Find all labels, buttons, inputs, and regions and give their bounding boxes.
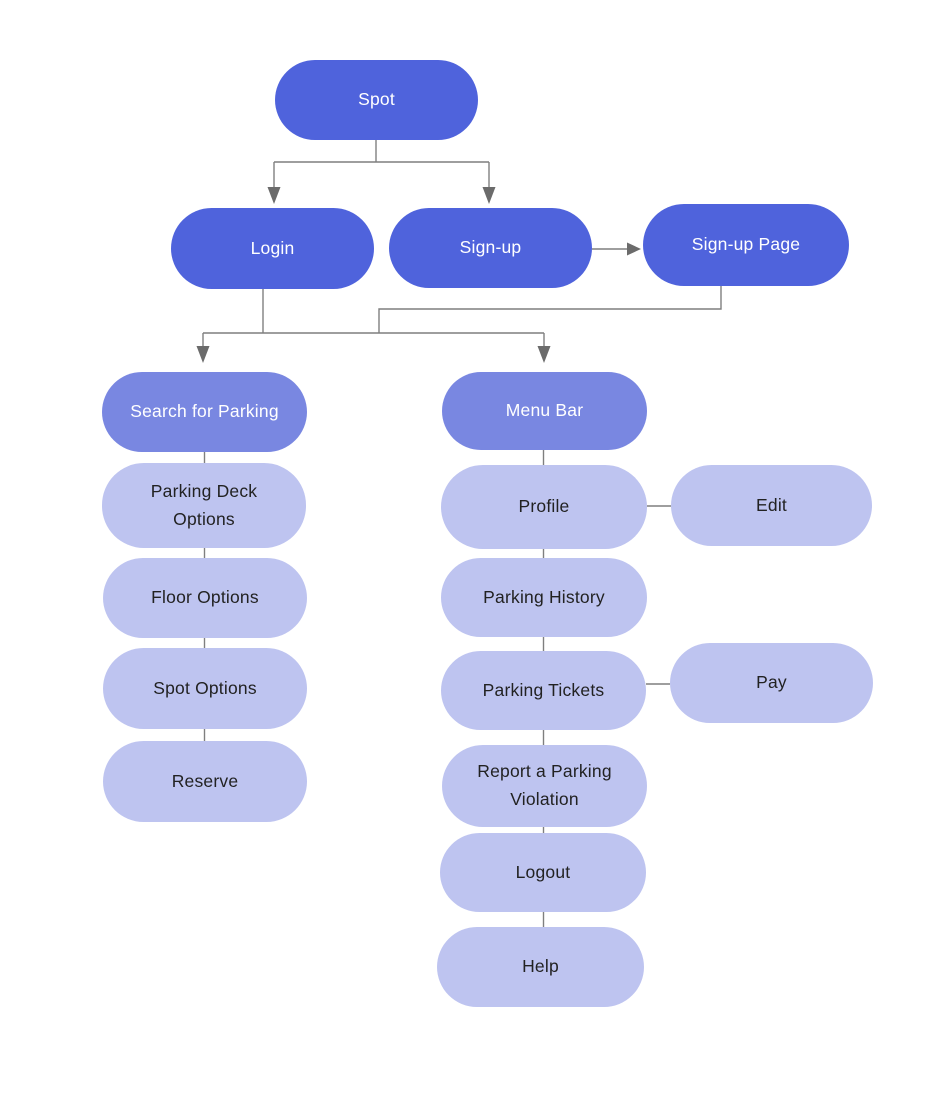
edge-signuppage-drop — [378, 286, 722, 333]
node-reserve-label: Reserve — [171, 770, 239, 791]
node-pay: Pay — [670, 643, 873, 723]
node-menu-bar-label: Menu Bar — [505, 400, 584, 421]
arrowhead-spot-login — [267, 187, 281, 204]
node-spot-label: Spot — [358, 89, 395, 110]
node-spot-options: Spot Options — [103, 648, 307, 729]
node-parking-history-label: Parking History — [483, 586, 605, 607]
arrowhead-spot-signup — [482, 187, 496, 204]
node-edit: Edit — [671, 465, 872, 546]
node-profile-label: Profile — [518, 496, 570, 517]
node-login: Login — [171, 208, 374, 289]
arrowhead-signup-signuppage — [627, 242, 641, 256]
arrowhead-bus-menu — [537, 346, 551, 363]
node-report-violation: Report a Parking Violation — [442, 745, 647, 827]
node-logout-label: Logout — [515, 861, 571, 882]
node-pay-label: Pay — [756, 672, 787, 693]
node-menu-bar: Menu Bar — [442, 372, 647, 450]
node-edit-label: Edit — [756, 494, 787, 515]
node-signup-page: Sign-up Page — [643, 204, 849, 286]
node-signup: Sign-up — [389, 208, 592, 288]
node-parking-deck-options-label: Parking Deck Options — [150, 480, 258, 529]
node-floor-options: Floor Options — [103, 558, 307, 638]
node-spot-options-label: Spot Options — [153, 677, 257, 698]
node-floor-options-label: Floor Options — [151, 587, 259, 608]
node-help: Help — [437, 927, 644, 1007]
node-help-label: Help — [522, 956, 559, 977]
node-logout: Logout — [440, 833, 646, 912]
node-search-for-parking: Search for Parking — [102, 372, 307, 452]
node-parking-tickets: Parking Tickets — [441, 651, 646, 730]
node-search-for-parking-label: Search for Parking — [130, 401, 279, 422]
node-signup-label: Sign-up — [459, 237, 522, 258]
node-parking-deck-options: Parking Deck Options — [102, 463, 306, 548]
node-report-violation-label: Report a Parking Violation — [477, 761, 612, 809]
node-parking-tickets-label: Parking Tickets — [482, 679, 605, 700]
node-parking-history: Parking History — [441, 558, 647, 637]
node-reserve: Reserve — [103, 741, 307, 822]
node-login-label: Login — [250, 237, 295, 258]
node-profile: Profile — [441, 465, 647, 549]
node-spot: Spot — [275, 60, 478, 140]
node-signup-page-label: Sign-up Page — [691, 234, 801, 255]
arrowhead-bus-search — [196, 346, 210, 363]
